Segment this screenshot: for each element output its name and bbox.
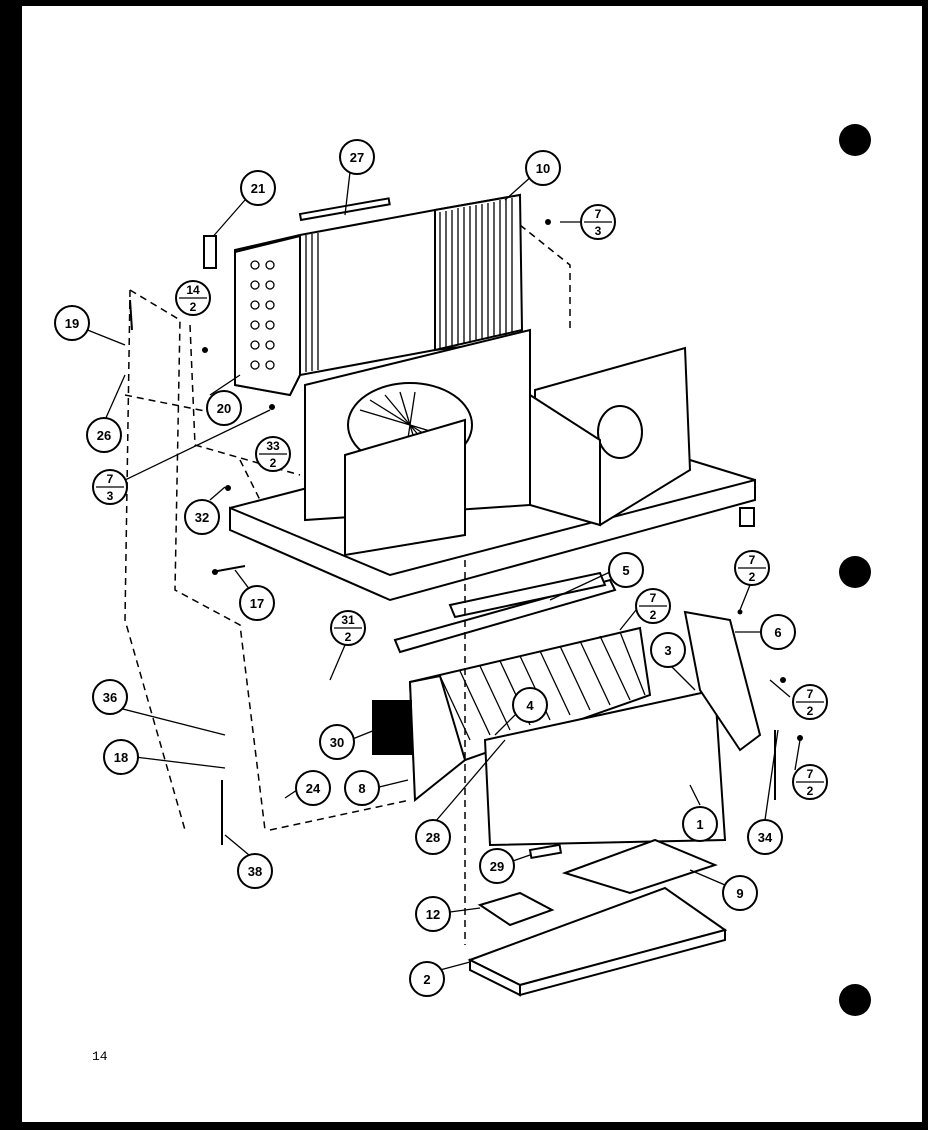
callout-12-label: 12 bbox=[426, 907, 440, 922]
callout-26: 26 bbox=[86, 417, 122, 453]
callout-17: 17 bbox=[239, 585, 275, 621]
fraction-callout-14-2: 14 2 bbox=[175, 280, 211, 316]
callout-10-label: 10 bbox=[536, 161, 550, 176]
air-filter-mesh bbox=[372, 700, 412, 755]
fraction-31-2-den: 2 bbox=[345, 630, 352, 644]
callout-29: 29 bbox=[479, 848, 515, 884]
callout-18-label: 18 bbox=[114, 750, 128, 765]
callout-2: 2 bbox=[409, 961, 445, 997]
callout-18: 18 bbox=[103, 739, 139, 775]
callout-21: 21 bbox=[240, 170, 276, 206]
punch-hole-bottom bbox=[839, 984, 871, 1016]
callout-1-label: 1 bbox=[696, 817, 703, 832]
callout-28: 28 bbox=[415, 819, 451, 855]
callout-1: 1 bbox=[682, 806, 718, 842]
fraction-7-2-c-den: 2 bbox=[807, 704, 814, 718]
callout-38-label: 38 bbox=[248, 864, 262, 879]
fraction-callout-7-2-c: 7 2 bbox=[792, 684, 828, 720]
fraction-callout-31-2: 31 2 bbox=[330, 610, 366, 646]
callout-17-label: 17 bbox=[250, 596, 264, 611]
callout-2-label: 2 bbox=[423, 972, 430, 987]
callout-26-label: 26 bbox=[97, 428, 111, 443]
mounting-rail bbox=[393, 571, 617, 654]
callout-9: 9 bbox=[722, 875, 758, 911]
callout-30-label: 30 bbox=[330, 735, 344, 750]
callout-4-label: 4 bbox=[526, 698, 534, 713]
callout-24-label: 24 bbox=[306, 781, 321, 796]
fraction-33-2-den: 2 bbox=[270, 456, 277, 470]
callout-8-label: 8 bbox=[358, 781, 365, 796]
fraction-7-2-b-num: 7 bbox=[650, 591, 657, 605]
fraction-14-2-den: 2 bbox=[190, 300, 197, 314]
callout-3-label: 3 bbox=[664, 643, 671, 658]
fraction-callout-7-2-d: 7 2 bbox=[792, 764, 828, 800]
side-panel bbox=[683, 610, 762, 752]
fraction-7-2-d-num: 7 bbox=[807, 767, 814, 781]
callout-5-label: 5 bbox=[622, 563, 629, 578]
callout-36: 36 bbox=[92, 679, 128, 715]
callout-3: 3 bbox=[650, 632, 686, 668]
callout-27: 27 bbox=[339, 139, 375, 175]
fraction-7-2-a-den: 2 bbox=[749, 570, 756, 584]
callout-20: 20 bbox=[206, 390, 242, 426]
callout-19-label: 19 bbox=[65, 316, 79, 331]
callout-5: 5 bbox=[608, 552, 644, 588]
fraction-callout-7-3-top: 7 3 bbox=[580, 204, 616, 240]
callout-12: 12 bbox=[415, 896, 451, 932]
callout-32-label: 32 bbox=[195, 510, 209, 525]
callout-34: 34 bbox=[747, 819, 783, 855]
callout-24: 24 bbox=[295, 770, 331, 806]
fraction-7-2-b-den: 2 bbox=[650, 608, 657, 622]
evaporator-housing bbox=[529, 346, 692, 527]
hardware bbox=[129, 219, 803, 860]
fraction-7-2-c-num: 7 bbox=[807, 687, 814, 701]
fraction-callout-7-2-a: 7 2 bbox=[734, 550, 770, 586]
fraction-7-3-left-num: 7 bbox=[107, 472, 114, 486]
callout-21-label: 21 bbox=[251, 181, 265, 196]
fraction-callout-7-3-left: 7 3 bbox=[92, 469, 128, 505]
callout-10: 10 bbox=[525, 150, 561, 186]
callout-34-label: 34 bbox=[758, 830, 773, 845]
callout-30: 30 bbox=[319, 724, 355, 760]
callout-38: 38 bbox=[237, 853, 273, 889]
fraction-33-2-num: 33 bbox=[266, 439, 280, 453]
punch-hole-top bbox=[839, 124, 871, 156]
callout-6-label: 6 bbox=[774, 625, 781, 640]
punch-hole-middle bbox=[839, 556, 871, 588]
fraction-callout-33-2: 33 2 bbox=[255, 436, 291, 472]
callout-36-label: 36 bbox=[103, 690, 117, 705]
page-number: 14 bbox=[92, 1049, 108, 1064]
fraction-7-3-top-num: 7 bbox=[595, 207, 602, 221]
fraction-7-2-a-num: 7 bbox=[749, 553, 756, 567]
callout-9-label: 9 bbox=[736, 886, 743, 901]
fraction-7-3-top-den: 3 bbox=[595, 224, 602, 238]
callout-28-label: 28 bbox=[426, 830, 440, 845]
front-panel bbox=[483, 688, 727, 847]
callout-27-label: 27 bbox=[350, 150, 364, 165]
fan-shroud bbox=[304, 328, 531, 557]
fraction-callout-7-2-b: 7 2 bbox=[635, 588, 671, 624]
drip-tray bbox=[467, 886, 728, 997]
callout-19: 19 bbox=[54, 305, 90, 341]
small-sheet bbox=[477, 891, 555, 927]
callout-6: 6 bbox=[760, 614, 796, 650]
callout-29-label: 29 bbox=[490, 859, 504, 874]
callout-8: 8 bbox=[344, 770, 380, 806]
fraction-7-3-left-den: 3 bbox=[107, 489, 114, 503]
callout-32: 32 bbox=[184, 499, 220, 535]
filter-sheet bbox=[561, 838, 718, 895]
callout-20-label: 20 bbox=[217, 401, 231, 416]
fraction-31-2-num: 31 bbox=[341, 613, 355, 627]
callout-4: 4 bbox=[512, 687, 548, 723]
fraction-7-2-d-den: 2 bbox=[807, 784, 814, 798]
fraction-14-2-num: 14 bbox=[186, 283, 200, 297]
